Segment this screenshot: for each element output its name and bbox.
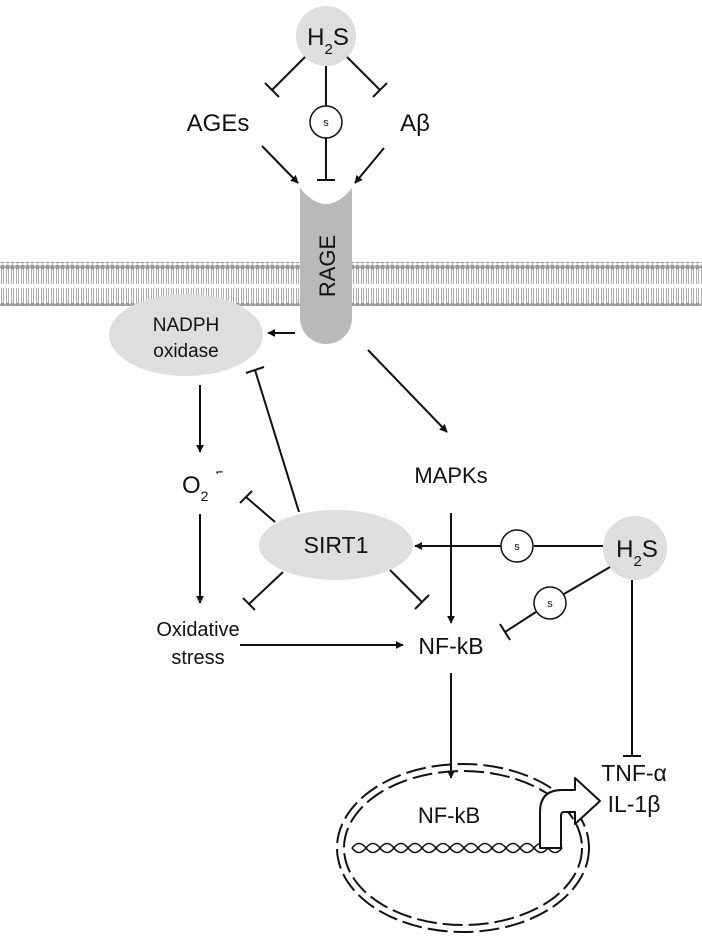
s-marker-right-label: s [514, 541, 520, 553]
h2s-s-to-rage [317, 66, 335, 181]
sirt1-inhibits-nfkb [389, 569, 430, 610]
il1b-label: IL-1β [608, 791, 661, 817]
nucleus-inner [343, 770, 583, 926]
sirt1-label: SIRT1 [304, 532, 369, 558]
nadph-label-line1: NADPH [153, 315, 220, 336]
rage-label: RAGE [315, 235, 340, 297]
ages-to-rage-arrow [261, 145, 299, 184]
abeta-to-rage-arrow [354, 147, 385, 184]
s-marker-lower-label: s [547, 598, 553, 610]
sirt1-inhibits-o2 [239, 490, 276, 523]
sirt1-inhibits-oxidative [242, 571, 284, 611]
dna-helix [351, 842, 563, 854]
s-marker-top-label: s [323, 117, 329, 129]
s-inhibits-nfkb [499, 611, 537, 641]
oxidative-label-line2: stress [171, 647, 224, 669]
rage-to-mapks-arrow [367, 349, 448, 433]
h2s-inhibits-ages [264, 56, 306, 98]
nucleus-outer [336, 763, 590, 933]
nadph-oxidase-node [109, 294, 263, 376]
o2-charge: - [218, 463, 223, 480]
h2s-top-node [296, 6, 356, 66]
rage-receptor [300, 188, 352, 344]
nfkb-cyto-label: NF-kB [418, 633, 483, 659]
h2s-inhibits-abeta [346, 56, 388, 98]
h2s-right-label: H2S [616, 536, 658, 570]
tnf-label: TNF-α [601, 760, 667, 786]
h2s-top-label: H2S [307, 24, 349, 58]
o2-label: O2 [182, 472, 209, 504]
o2-radical-dot: · [214, 461, 221, 483]
ages-label: AGEs [187, 110, 250, 137]
sirt1-inhibits-nadph [245, 366, 300, 513]
nadph-label-line2: oxidase [153, 341, 219, 362]
transcription-arrow [539, 777, 601, 849]
s-marker-lower [533, 586, 567, 620]
s-marker-top [309, 105, 343, 139]
h2s-right-node [603, 516, 667, 580]
abeta-label: Aβ [400, 110, 430, 137]
nfkb-nucleus-label: NF-kB [418, 803, 480, 828]
h2s-to-s2-line [563, 566, 611, 595]
mapks-label: MAPKs [414, 463, 487, 488]
sirt1-node [259, 510, 413, 580]
oxidative-label-line1: Oxidative [156, 619, 239, 641]
h2s-inhibits-tnf [623, 580, 641, 757]
